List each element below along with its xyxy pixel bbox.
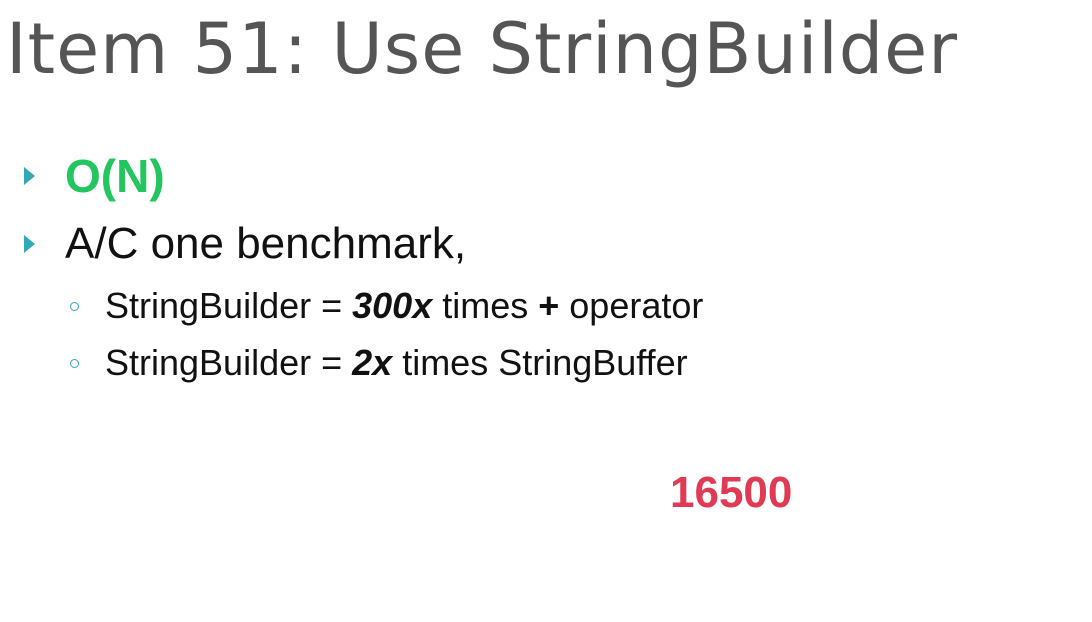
triangle-bullet-icon	[24, 167, 35, 185]
sub-bullet-emphasis: 300x	[352, 285, 433, 326]
bullet-text: O(N)	[65, 150, 165, 202]
bullet-item-complexity: O(N)	[24, 146, 165, 206]
bullet-item-benchmark: A/C one benchmark,	[24, 214, 466, 274]
sub-bullet-suffix: times StringBuffer	[392, 342, 688, 383]
sub-bullet-item-plus-operator: StringBuilder = 300x times + operator	[70, 282, 703, 330]
sub-bullet-prefix: StringBuilder =	[105, 285, 353, 326]
sub-bullet-prefix: StringBuilder =	[105, 342, 353, 383]
sub-bullet-item-stringbuffer: StringBuilder = 2x times StringBuffer	[70, 339, 688, 387]
triangle-bullet-icon	[24, 235, 35, 253]
sub-bullet-operator: +	[538, 285, 560, 326]
bullet-text: A/C one benchmark,	[65, 219, 467, 268]
circle-bullet-icon	[70, 358, 79, 368]
sub-bullet-suffix: operator	[559, 285, 704, 326]
slide-title: Item 51: Use StringBuilder	[6, 8, 958, 90]
sub-bullet-middle: times	[432, 285, 539, 326]
sub-bullet-emphasis: 2x	[352, 342, 393, 383]
highlight-number: 16500	[670, 468, 793, 517]
circle-bullet-icon	[70, 301, 79, 311]
